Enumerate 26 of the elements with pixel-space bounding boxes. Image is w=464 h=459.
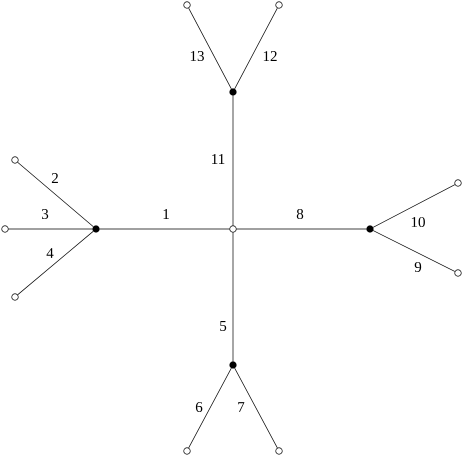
edge-line — [372, 184, 456, 228]
edge-label: 13 — [190, 50, 204, 62]
edge-label: 3 — [42, 208, 48, 220]
edge-line — [236, 228, 367, 230]
edge-label: 12 — [264, 51, 277, 61]
edge-line — [234, 8, 278, 90]
edge-line — [234, 368, 278, 448]
edge-label: 10 — [412, 216, 425, 228]
edge-line — [188, 368, 232, 448]
edge-label: 8 — [296, 208, 304, 220]
edge-label: 5 — [220, 321, 226, 331]
edge-label: 9 — [414, 262, 422, 272]
edge-label: 11 — [212, 154, 224, 164]
edge-label: 6 — [196, 402, 202, 412]
edge-line — [17, 230, 94, 296]
edge-label: 2 — [52, 173, 58, 183]
edge-line — [232, 232, 234, 362]
edge-label: 4 — [46, 248, 54, 258]
edge-label: 7 — [238, 402, 244, 412]
edge-line — [372, 230, 456, 272]
edge-line — [99, 228, 230, 230]
edge-line — [17, 162, 94, 228]
edge-label: 1 — [164, 209, 169, 219]
edge-line — [232, 95, 234, 226]
edge-line — [188, 8, 232, 90]
edge-line — [8, 228, 93, 230]
